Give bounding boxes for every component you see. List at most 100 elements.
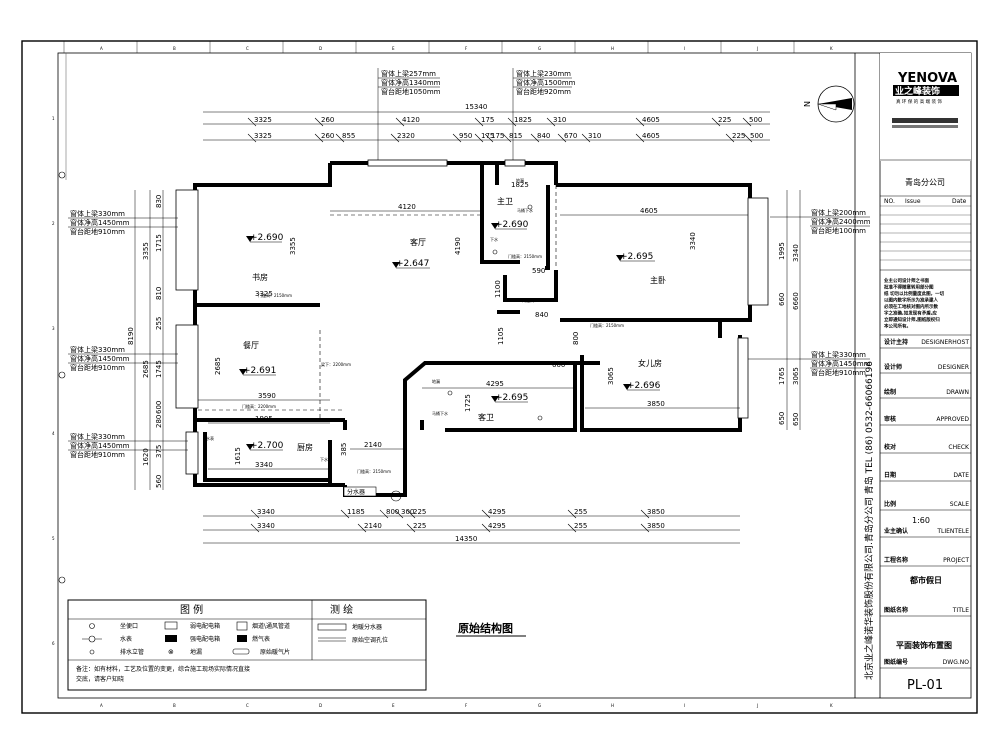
grid-letter-bottom: B xyxy=(173,703,176,708)
copyright-notice-line: 业主公司设计师之书面 xyxy=(884,277,929,284)
branch-name: 青岛分公司 xyxy=(905,177,945,187)
dimension-value: 310 xyxy=(553,116,566,124)
dimension-value: 260 xyxy=(321,132,334,140)
svg-text:1615: 1615 xyxy=(234,447,242,465)
dwg-value: PL-01 xyxy=(907,678,943,693)
daughter-window xyxy=(737,337,749,419)
dim-bottom-total: 14350 xyxy=(455,535,477,543)
title-row-value: PROJECT xyxy=(943,557,969,564)
room-dining-label: 餐厅 xyxy=(243,341,259,350)
svg-text:4190: 4190 xyxy=(454,237,462,255)
binding-hole-icon xyxy=(58,171,66,179)
dimension-value: 3065 xyxy=(792,367,800,385)
svg-text:3590: 3590 xyxy=(258,392,276,400)
window-note-right-master: 窗体上梁200mm 窗体净高2400mm 窗台距地100mm xyxy=(770,208,871,235)
dimension-value: 6660 xyxy=(792,292,800,310)
room-labels: 书房 客厅 主卫 主卧 餐厅 厨房 客卫 女儿房 xyxy=(243,196,666,452)
svg-text:梁下：2200mm: 梁下：2200mm xyxy=(321,361,351,367)
grid-number-left: 4 xyxy=(52,431,55,436)
room-guest-bath-label: 客卫 xyxy=(478,412,494,422)
svg-text:地暖分水器: 地暖分水器 xyxy=(352,623,382,631)
master-top-wall xyxy=(556,183,752,198)
copyright-notice-line: 立即通知设计师,图纸版权归 xyxy=(884,316,940,323)
sheet-inner-border xyxy=(57,52,972,699)
kitchen-inner-wall xyxy=(203,432,330,482)
toilet-outlet-icon xyxy=(89,623,95,629)
flue-icon xyxy=(236,621,248,631)
svg-text:Date: Date xyxy=(952,198,967,205)
title-row-label: 设计主持 xyxy=(884,338,908,346)
dimension-value: 4295 xyxy=(488,508,506,516)
title-row-value: DWG.NO xyxy=(943,659,970,666)
dimension-value: 950 xyxy=(459,132,472,140)
dimension-value: 4605 xyxy=(642,116,660,124)
living-window xyxy=(367,159,448,167)
grid-number-left: 1 xyxy=(52,116,55,121)
dimension-value: 660 xyxy=(778,293,786,306)
bath-left-wall xyxy=(480,163,520,264)
guest-bath-right-wall xyxy=(445,363,577,432)
dimension-value: 815 xyxy=(509,132,522,140)
svg-text:窗体上梁330mm: 窗体上梁330mm xyxy=(70,432,125,441)
title-row-label: 校对 xyxy=(884,443,896,451)
dimension-value: 840 xyxy=(537,132,550,140)
dimension-value: 3325 xyxy=(254,116,272,124)
dimension-value: 225 xyxy=(718,116,731,124)
window-note-right-daughter: 窗体上梁330mm 窗体净高1450mm 窗台距地910mm xyxy=(748,350,871,377)
svg-text:马桶下水: 马桶下水 xyxy=(517,207,533,213)
dimension-value: 560 xyxy=(155,475,163,488)
dimension-value: 4120 xyxy=(402,116,420,124)
dimension-value: 3340 xyxy=(257,522,275,530)
svg-text:1105: 1105 xyxy=(497,327,505,345)
svg-text:590: 590 xyxy=(532,267,545,275)
dimension-value: 600 xyxy=(155,401,163,414)
svg-text:窗体净高2400mm: 窗体净高2400mm xyxy=(811,217,871,226)
brand-slogan: 真 环 保 的 高 端 装 饰 xyxy=(896,98,943,105)
level-marker-master: +2.695 xyxy=(616,252,655,262)
copyright-notice-line: 字之准确,如发现有矛盾,应 xyxy=(884,310,937,317)
dimension-value: 280 xyxy=(155,415,163,428)
svg-text:窗台距地910mm: 窗台距地910mm xyxy=(811,368,866,377)
svg-text:Issue: Issue xyxy=(905,198,921,205)
svg-text:下水: 下水 xyxy=(320,456,328,462)
water-meter-icon xyxy=(82,635,102,643)
window-note-top-bath: 窗体上梁230mm 窗体净高1500mm 窗台距地920mm xyxy=(512,68,576,160)
title-row-label: 绘制 xyxy=(884,388,896,396)
grid-letter-top: C xyxy=(246,46,249,51)
inner-dimensions: 4120 4190 3355 3325 4605 3340 1825 590 1… xyxy=(198,181,748,470)
title-row-label: 图纸编号 xyxy=(884,658,908,666)
svg-text:地漏: 地漏 xyxy=(432,378,440,384)
legend-title: 图 例 xyxy=(180,603,203,616)
dimension-value: 3340 xyxy=(792,244,800,262)
svg-text:2685: 2685 xyxy=(214,357,222,375)
copyright-notice-line: 本公司所有。 xyxy=(884,323,911,330)
title-row-value: SCALE xyxy=(950,501,969,508)
svg-text:窗台距地910mm: 窗台距地910mm xyxy=(70,227,125,236)
svg-text:+2.690: +2.690 xyxy=(495,220,529,230)
guest-bath-top-wall xyxy=(403,361,600,445)
svg-text:窗体净高1450mm: 窗体净高1450mm xyxy=(70,354,130,363)
dimension-value: 670 xyxy=(564,132,577,140)
copyright-notice-line: 纸 切勿以比例量度此图，一切 xyxy=(884,290,945,297)
grid-letter-bottom: A xyxy=(100,703,103,708)
svg-text:马桶下水: 马桶下水 xyxy=(432,410,448,416)
svg-text:+2.695: +2.695 xyxy=(620,252,653,262)
dimension-value: 255 xyxy=(574,522,587,530)
north-arrow-icon: N xyxy=(803,85,855,123)
level-markers: +2.690 +2.647 +2.690 +2.695 +2.691 +2.70… xyxy=(239,220,661,451)
svg-text:窗体上梁230mm: 窗体上梁230mm xyxy=(516,69,571,78)
grid-letter-top: I xyxy=(684,46,685,51)
title-row-value: CHECK xyxy=(948,444,970,451)
dimension-value: 255 xyxy=(155,317,163,330)
level-marker-dining: +2.691 xyxy=(239,366,276,376)
svg-text:原始空调孔位: 原始空调孔位 xyxy=(352,636,388,644)
title-row-value: DATE xyxy=(953,472,969,479)
dimension-value: 260 xyxy=(321,116,334,124)
window-note-top-living: 窗体上梁257mm 窗体净高1340mm 窗台距地1050mm xyxy=(377,68,441,160)
svg-text:窗体上梁330mm: 窗体上梁330mm xyxy=(70,209,125,218)
company-address-bar xyxy=(892,118,958,123)
sheet-outer-border xyxy=(21,40,978,714)
kitchen-outer-wall xyxy=(193,420,345,487)
dimension-value: 300 xyxy=(401,508,414,516)
